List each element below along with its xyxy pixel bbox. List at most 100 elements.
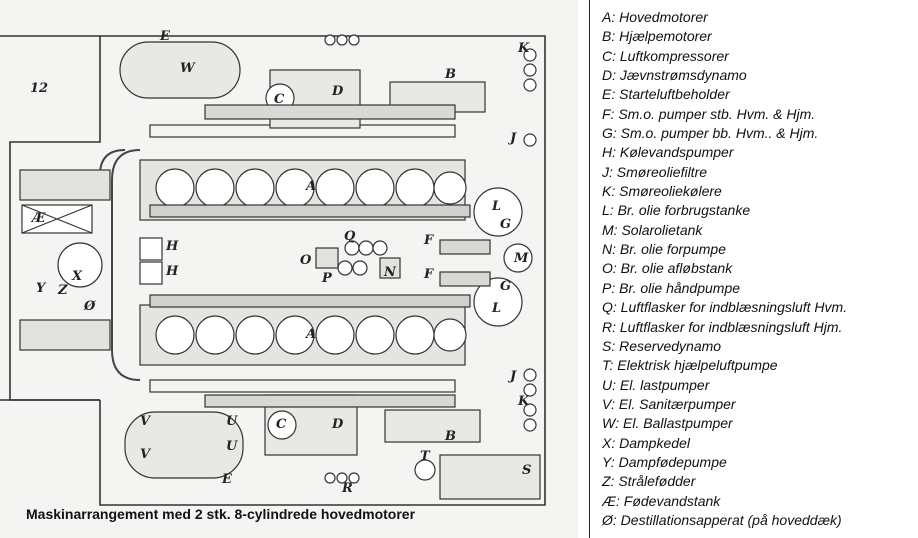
label-w: W [180, 61, 196, 76]
legend-key: R: [602, 318, 616, 335]
label-r: R [341, 481, 353, 496]
label-b-lower: B [444, 429, 456, 444]
legend-item: Z: Strålefødder [602, 472, 918, 491]
label-d-lower: D [331, 417, 344, 432]
legend-item: B: Hjælpemotorer [602, 27, 918, 46]
legend-key: D: [602, 67, 616, 84]
legend-key: A: [602, 9, 616, 25]
legend-key: Ø: [602, 511, 617, 528]
legend-key: C: [602, 47, 616, 64]
label-c-upper: C [274, 92, 285, 107]
label-j-lower: J [507, 369, 517, 384]
legend-text: El. Ballastpumper [623, 415, 733, 432]
legend-text: Luftflasker for indblæsningsluft Hjm. [619, 318, 843, 335]
right-equipment [439, 48, 537, 432]
legend-text: El. Sanitærpumper [618, 395, 736, 412]
legend-text: Sm.o. pumper bb. Hvm.. & Hjm. [620, 125, 819, 142]
label-f-lower: F [423, 267, 434, 282]
legend-text: Hovedmotorer [619, 9, 708, 25]
label-o: O [300, 253, 312, 268]
legend-text: Elektrisk hjælpeluftpumpe [617, 357, 778, 374]
left-equipment [19, 169, 163, 351]
label-a-upper: A [304, 179, 316, 194]
legend-item: Y: Dampfødepumpe [602, 453, 918, 472]
legend-item: Æ: Fødevandstank [602, 492, 918, 511]
legend-item: H: Kølevandspumper [602, 143, 918, 162]
page-number: 12 [30, 81, 48, 96]
legend-key: J: [602, 163, 613, 180]
label-c-lower: C [276, 417, 287, 432]
label-v-upper: V [140, 414, 152, 429]
main-engine-upper [139, 124, 471, 221]
legend-text: Br. olie håndpumpe [619, 279, 741, 296]
legend-item: S: Reservedynamo [602, 337, 918, 356]
legend-key: W: [602, 415, 620, 432]
legend-key: N: [602, 241, 616, 258]
label-k-upper: K [517, 41, 530, 56]
legend-text: Luftflasker for indblæsningsluft Hvm. [620, 299, 848, 316]
label-l-upper: L [491, 199, 501, 214]
legend-key: Æ: [602, 492, 620, 509]
legend-key: O: [602, 260, 617, 277]
figure-caption: Maskinarrangement med 2 stk. 8-cylindred… [26, 506, 416, 522]
legend-text: Br. olie forbrugstanke [617, 202, 751, 219]
legend-item: X: Dampkedel [602, 434, 918, 453]
label-h-lower: H [165, 264, 179, 279]
label-n: N [383, 265, 397, 280]
legend-item: K: Smøreoliekølere [602, 182, 918, 201]
legend-item: Q: Luftflasker for indblæsningsluft Hvm. [602, 298, 918, 317]
label-s: S [522, 463, 531, 478]
label-j-upper: J [507, 131, 517, 146]
legend-key: Z: [602, 473, 615, 490]
legend-key: M: [602, 221, 618, 238]
hull-outline [0, 35, 546, 506]
legend-text: El. lastpumper [619, 376, 710, 393]
legend-text: Strålefødder [618, 473, 696, 490]
label-g-upper: G [500, 217, 511, 232]
label-u-lower: U [226, 439, 238, 454]
legend-key: E: [602, 86, 616, 103]
legend-text: Kølevandspumper [619, 144, 734, 161]
label-g-lower: G [500, 279, 511, 294]
legend-key: G: [602, 125, 617, 142]
label-f-upper: F [423, 233, 434, 248]
legend-text: Solarolietank [621, 221, 703, 238]
legend-item: T: Elektrisk hjælpeluftpumpe [602, 356, 918, 375]
legend-key: X: [602, 434, 616, 451]
legend-text: Luftkompressorer [619, 47, 729, 64]
legend-text: Destillationsapperat (på hoveddæk) [620, 511, 842, 528]
legend-key: F: [602, 105, 615, 122]
center-equipment [315, 34, 401, 484]
legend-text: Smøreoliefiltre [616, 163, 708, 180]
legend-text: Reservedynamo [619, 337, 722, 354]
label-ae: Æ [30, 211, 46, 226]
legend-item: Ø: Destillationsapperat (på hoveddæk) [602, 511, 918, 530]
legend-text: Dampfødepumpe [618, 453, 727, 470]
main-engine-lower [139, 294, 471, 393]
label-k-lower: K [517, 394, 530, 409]
label-v-lower: V [140, 447, 152, 462]
legend-key: T: [602, 357, 614, 374]
machinery-arrangement-drawing: 12 [0, 0, 578, 538]
legend-item: P: Br. olie håndpumpe [602, 279, 918, 298]
legend-text: Sm.o. pumper stb. Hvm. & Hjm. [618, 105, 816, 122]
auxiliary-units-bottom [124, 394, 541, 500]
legend-key: L: [602, 202, 614, 219]
legend-item: M: Solarolietank [602, 221, 918, 240]
legend-item: J: Smøreoliefiltre [602, 163, 918, 182]
label-x: X [71, 269, 83, 284]
legend-item: F: Sm.o. pumper stb. Hvm. & Hjm. [602, 105, 918, 124]
legend-text: Dampkedel [619, 434, 690, 451]
legend-key: B: [602, 28, 616, 45]
legend-text: Jævnstrømsdynamo [619, 67, 747, 84]
legend-text: Br. olie afløbstank [620, 260, 733, 277]
label-h-upper: H [165, 239, 179, 254]
legend-text: Hjælpemotorer [619, 28, 712, 45]
label-oe: Ø [83, 299, 96, 314]
label-z: Z [57, 283, 68, 298]
label-m: M [513, 251, 529, 266]
label-u-upper: U [226, 414, 238, 429]
legend-item: D: Jævnstrømsdynamo [602, 66, 918, 85]
